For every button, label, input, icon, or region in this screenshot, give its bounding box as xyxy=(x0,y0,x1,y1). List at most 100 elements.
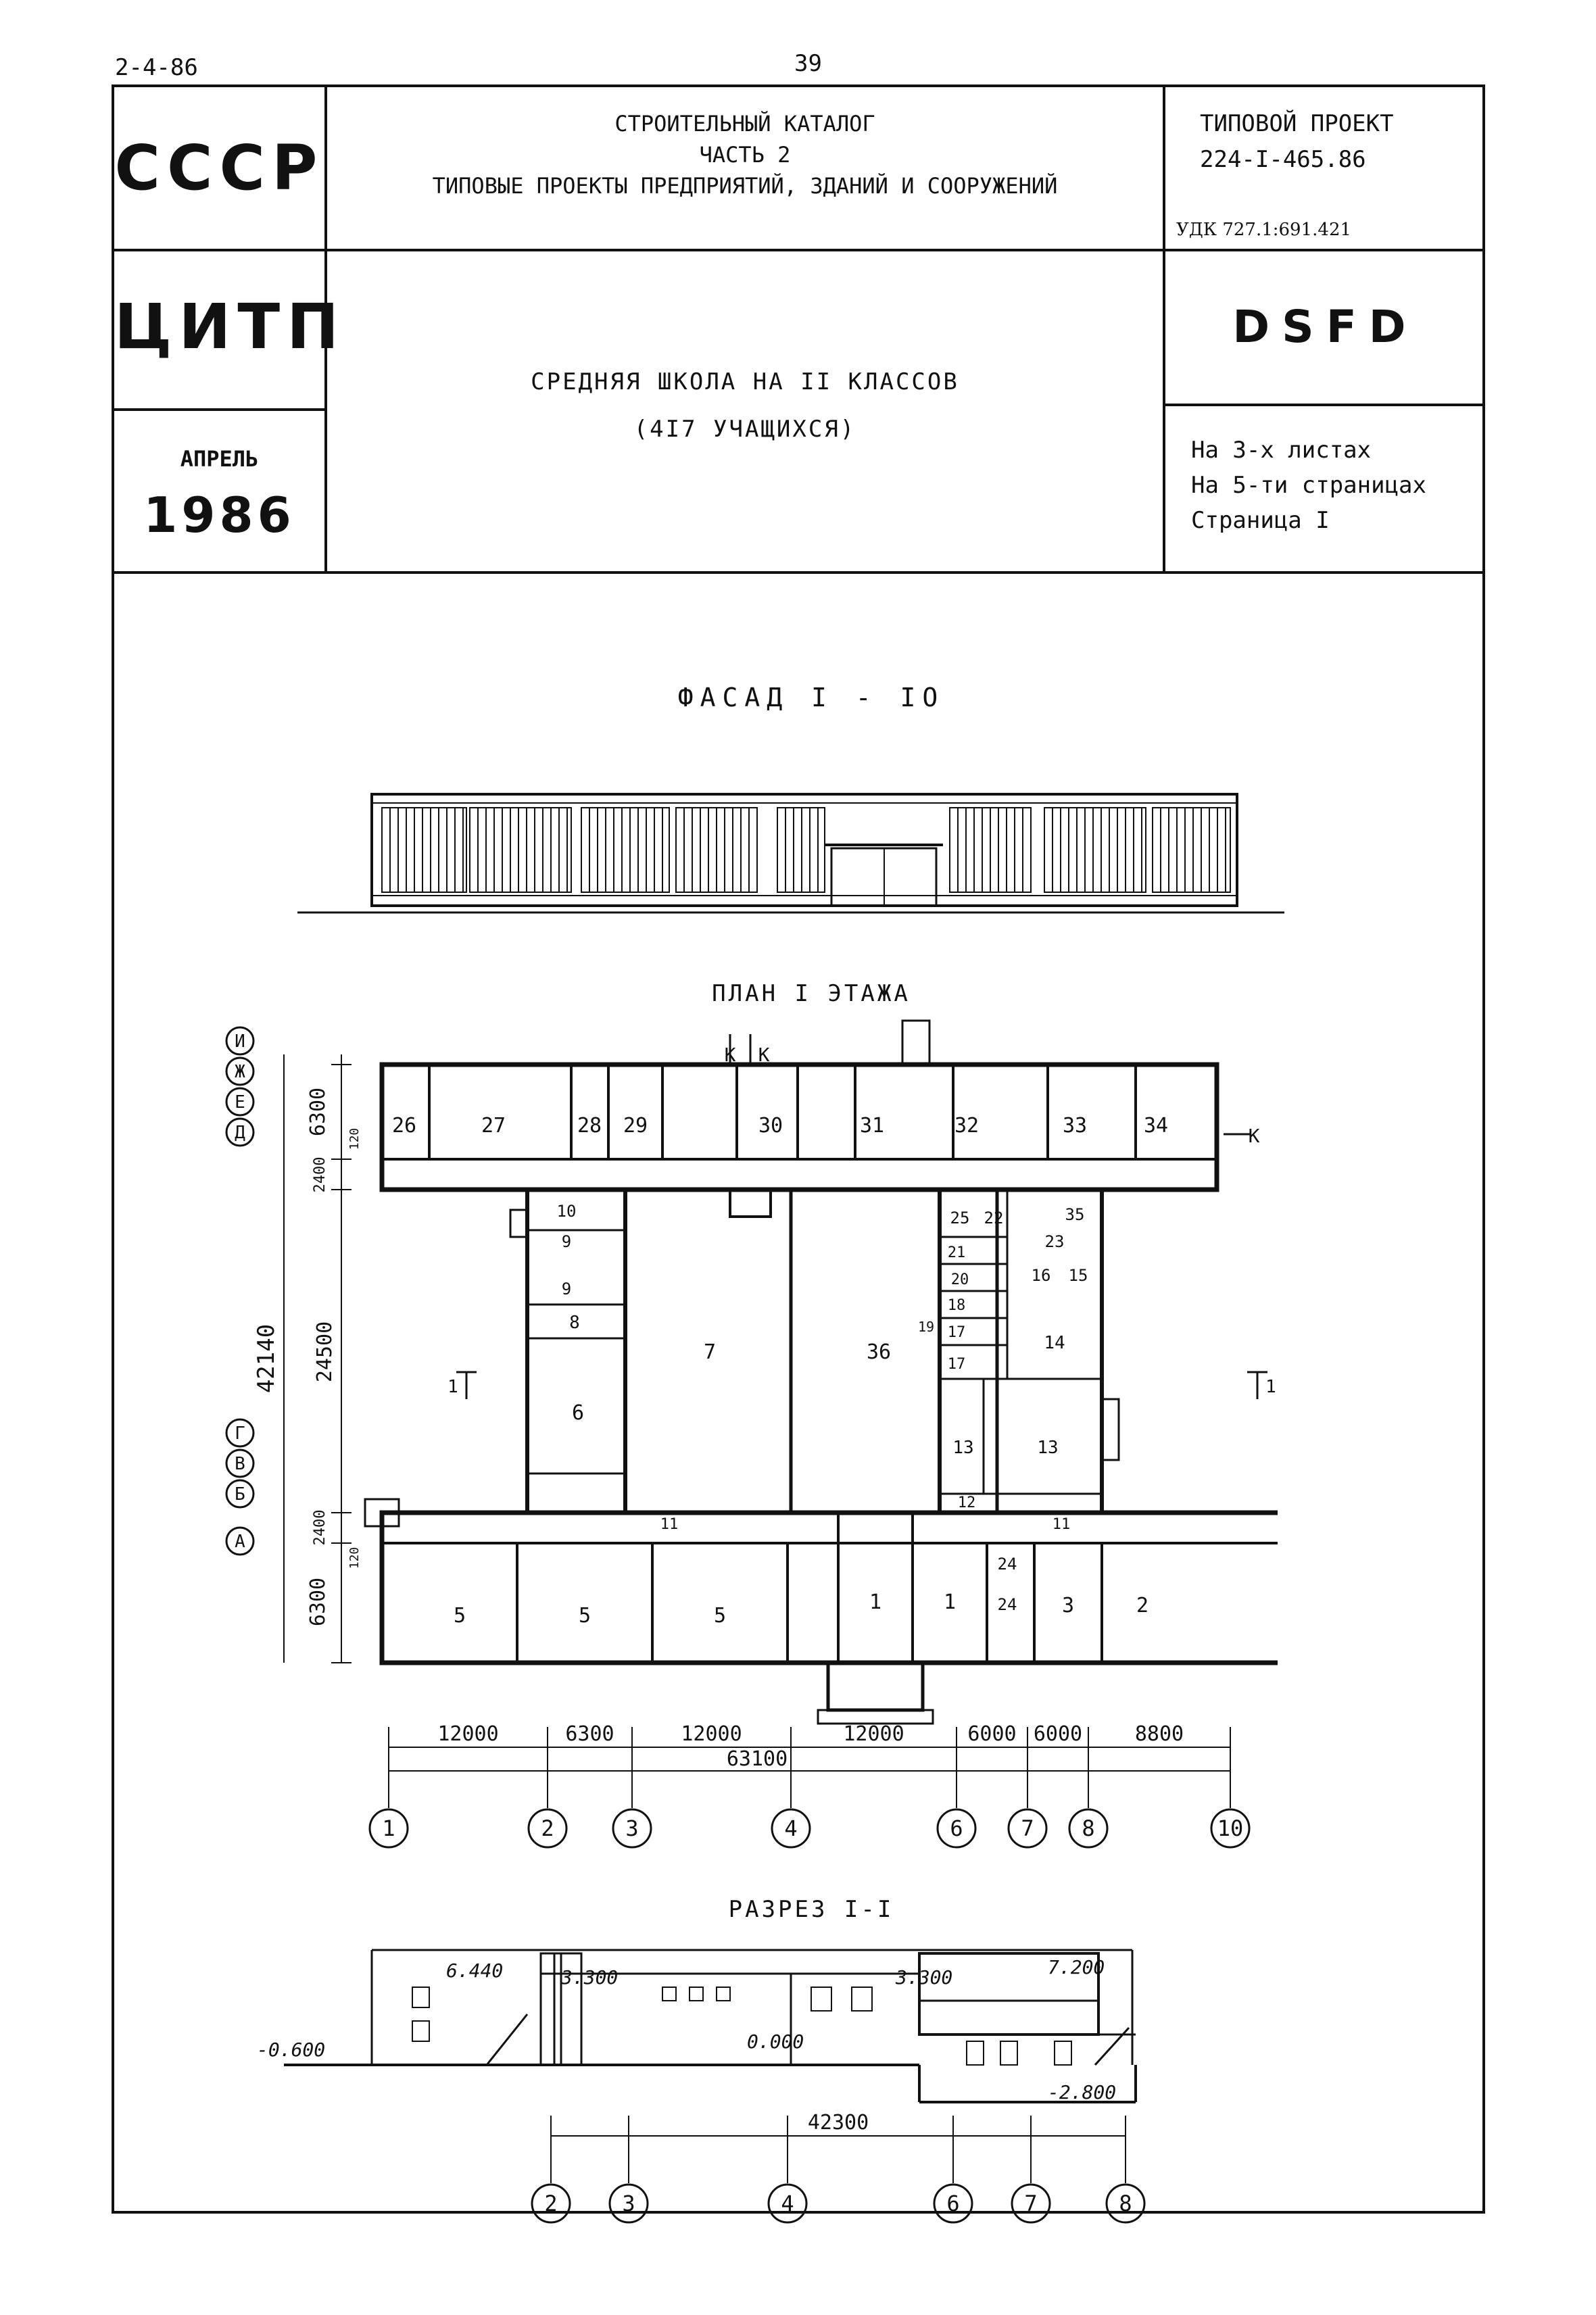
level-6440: 6.440 xyxy=(446,1959,503,1982)
room-14: 14 xyxy=(1044,1333,1065,1353)
header-vdivider-2 xyxy=(1163,84,1165,572)
dim-h-3: 12000 xyxy=(681,1722,742,1746)
dim-h-total: 63100 xyxy=(727,1747,788,1771)
catalog-line-3: ТИПОВЫЕ ПРОЕКТЫ ПРЕДПРИЯТИЙ, ЗДАНИЙ И СО… xyxy=(432,173,1058,199)
axis-number-2: 2 xyxy=(527,1808,568,1849)
project-code: DSFD xyxy=(1232,301,1418,353)
level-3300-right: 3.300 xyxy=(895,1966,952,1989)
room-16: 16 xyxy=(1032,1266,1051,1285)
facade-title: ФАСАД I - IO xyxy=(677,683,945,712)
building-subtitle: (4I7 УЧАЩИХСЯ) xyxy=(633,416,856,443)
room-25: 25 xyxy=(950,1209,970,1227)
room-22: 22 xyxy=(984,1209,1004,1227)
room-34: 34 xyxy=(1144,1114,1168,1138)
org-label: ЦИТП xyxy=(114,291,346,363)
facade-window-bay xyxy=(1152,807,1231,893)
room-10: 10 xyxy=(557,1202,577,1221)
axis-number-6: 6 xyxy=(936,1808,977,1849)
catalog-line-1: СТРОИТЕЛЬНЫЙ КАТАЛОГ xyxy=(614,111,875,137)
svg-text:4: 4 xyxy=(781,2191,794,2216)
axis-letter-4: Д xyxy=(225,1117,255,1147)
room-9b: 9 xyxy=(562,1280,571,1298)
axis-number-10: 10 xyxy=(1210,1808,1251,1849)
header-divider-right xyxy=(1163,404,1485,406)
room-23: 23 xyxy=(1045,1232,1065,1251)
room-35: 35 xyxy=(1065,1205,1085,1224)
level-minus-2800: -2.800 xyxy=(1048,2081,1116,2103)
page-index: Страница I xyxy=(1191,507,1330,534)
building-title: СРЕДНЯЯ ШКОЛА НА II КЛАССОВ xyxy=(531,368,959,395)
room-3: 3 xyxy=(1062,1594,1074,1617)
corridor-11-south: 11 xyxy=(660,1516,679,1533)
level-3300-left: 3.300 xyxy=(560,1966,618,1989)
axis-letter-6: В xyxy=(225,1448,255,1478)
dim-v-6300-bottom: 6300 xyxy=(306,1578,330,1626)
svg-text:Д: Д xyxy=(235,1123,245,1143)
room-1b: 1 xyxy=(944,1590,956,1614)
svg-text:Б: Б xyxy=(235,1484,245,1505)
room-29: 29 xyxy=(623,1114,648,1138)
svg-text:2: 2 xyxy=(544,2191,557,2216)
section-axis-7: 7 xyxy=(1011,2183,1051,2224)
svg-text:3: 3 xyxy=(625,1816,638,1841)
room-28: 28 xyxy=(577,1114,602,1138)
room-20: 20 xyxy=(951,1271,969,1288)
section-title: РАЗРЕЗ I-I xyxy=(728,1896,894,1923)
axis-letter-5: Г xyxy=(225,1418,255,1448)
corner-code: 2-4-86 xyxy=(115,54,198,81)
svg-text:10: 10 xyxy=(1217,1816,1244,1841)
country-label: СССР xyxy=(114,132,324,204)
udk-code: УДК 727.1:691.421 xyxy=(1176,220,1352,240)
facade-window-bay xyxy=(675,807,758,893)
room-2: 2 xyxy=(1136,1594,1148,1617)
svg-text:И: И xyxy=(235,1031,245,1052)
section-axis-4: 4 xyxy=(767,2183,808,2224)
room-8: 8 xyxy=(569,1313,580,1333)
facade-window-bay xyxy=(469,807,572,893)
svg-text:6: 6 xyxy=(950,1816,963,1841)
room-9a: 9 xyxy=(562,1232,571,1251)
document-frame xyxy=(112,84,1485,2214)
room-24a: 24 xyxy=(998,1555,1017,1574)
plan-title: ПЛАН I ЭТАЖА xyxy=(712,980,911,1007)
sheet-info: На 3-х листах На 5-ти страницах Страница… xyxy=(1191,433,1426,538)
facade-window-bay xyxy=(777,807,825,893)
dim-h-4: 12000 xyxy=(843,1722,904,1746)
svg-text:3: 3 xyxy=(622,2191,635,2216)
dim-h-5: 6000 xyxy=(967,1722,1016,1746)
room-18: 18 xyxy=(948,1297,966,1314)
page-number: 39 xyxy=(794,50,822,77)
section-mark-right: 1 xyxy=(1265,1377,1276,1397)
dim-v-2400-bottom: 2400 xyxy=(312,1510,329,1546)
floor-plan: 26 27 28 29 30 31 32 33 34 5 5 5 1 1 3 2… xyxy=(225,1019,1278,1849)
axis-letter-1: И xyxy=(225,1026,255,1056)
room-7: 7 xyxy=(704,1340,716,1364)
section-total-dim: 42300 xyxy=(808,2111,869,2135)
sheets-count: На 3-х листах xyxy=(1191,437,1372,464)
svg-text:8: 8 xyxy=(1119,2191,1132,2216)
svg-text:7: 7 xyxy=(1021,1816,1034,1841)
room-26: 26 xyxy=(392,1114,416,1138)
room-17b: 17 xyxy=(948,1356,966,1373)
dim-v-2400-top: 2400 xyxy=(312,1157,329,1193)
room-27: 27 xyxy=(481,1114,506,1138)
header-divider-left xyxy=(112,408,326,411)
svg-text:6: 6 xyxy=(946,2191,959,2216)
svg-text:2: 2 xyxy=(541,1816,554,1841)
svg-text:1: 1 xyxy=(382,1816,395,1841)
facade-drawing xyxy=(297,793,1284,914)
room-6: 6 xyxy=(572,1401,584,1425)
room-32: 32 xyxy=(954,1114,979,1138)
axis-letter-3: Е xyxy=(225,1087,255,1117)
svg-text:8: 8 xyxy=(1082,1816,1094,1841)
dim-h-7: 8800 xyxy=(1135,1722,1184,1746)
section-mark-left: 1 xyxy=(448,1377,458,1397)
room-12: 12 xyxy=(958,1494,976,1511)
project-label: ТИПОВОЙ ПРОЕКТ xyxy=(1200,110,1394,137)
axis-number-3: 3 xyxy=(612,1808,652,1849)
room-17a: 17 xyxy=(948,1324,966,1341)
axis-letter-2: Ж xyxy=(225,1056,255,1086)
dim-small-top: 120 xyxy=(347,1128,362,1150)
room-30: 30 xyxy=(758,1114,783,1138)
entry-mark-3: К xyxy=(1249,1125,1260,1147)
